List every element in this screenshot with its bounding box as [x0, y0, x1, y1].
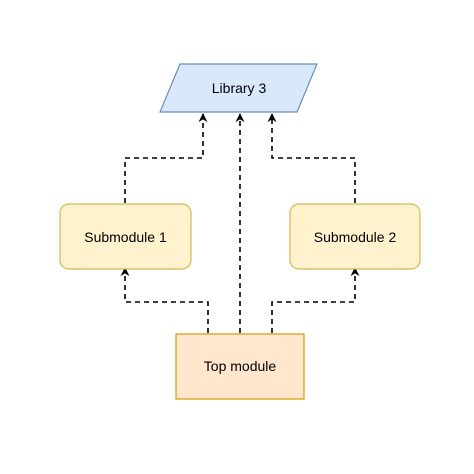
submodule-1-shape	[59, 203, 192, 270]
edge-submodule2-to-library	[267, 113, 356, 203]
node-library: Library 3	[159, 63, 318, 113]
library-shape	[159, 63, 318, 113]
edges	[120, 113, 360, 333]
edge-top-to-submodule2	[271, 267, 360, 333]
submodule-2-shape	[289, 203, 421, 270]
submodule-2-label: Submodule 2	[314, 229, 397, 245]
top-module-shape	[175, 333, 305, 400]
node-submodule-1: Submodule 1	[59, 203, 192, 270]
library-label: Library 3	[212, 80, 267, 96]
node-submodule-2: Submodule 2	[289, 203, 421, 270]
edge-top-to-submodule1	[120, 267, 209, 333]
top-module-label: Top module	[204, 358, 277, 374]
node-top-module: Top module	[175, 333, 305, 400]
submodule-1-label: Submodule 1	[84, 229, 167, 245]
edge-submodule1-to-library	[124, 113, 208, 203]
